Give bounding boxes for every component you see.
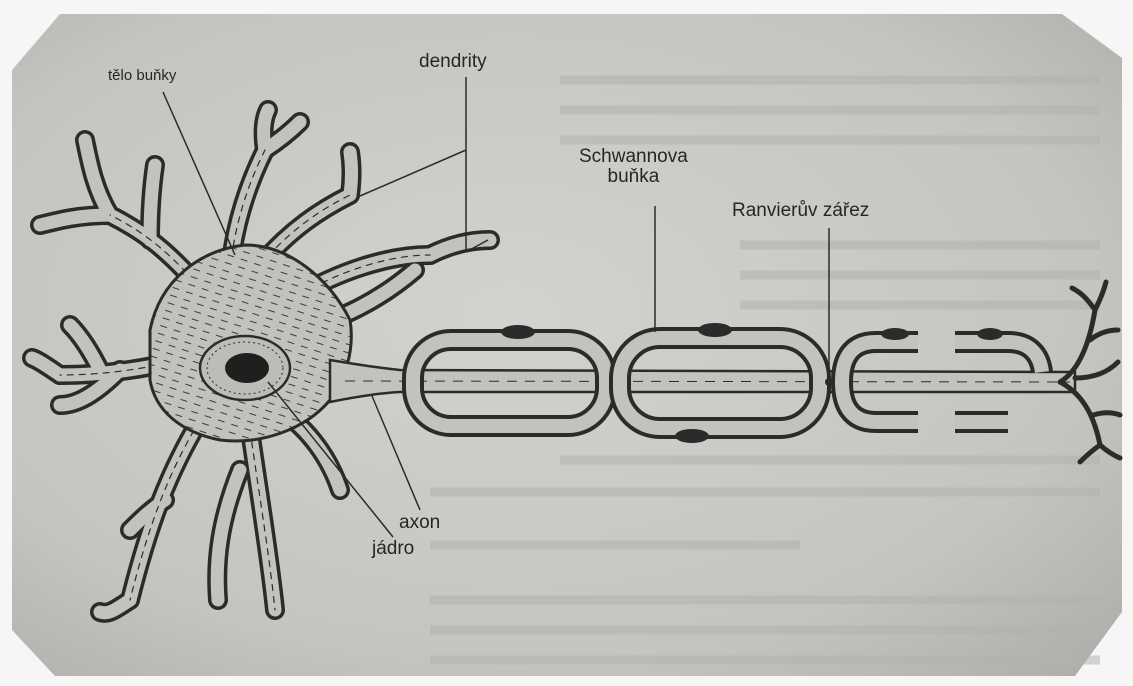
label-schwann-line2: buňka bbox=[579, 167, 688, 187]
label-axon: axon bbox=[399, 513, 440, 533]
label-schwann-line1: Schwannova bbox=[579, 147, 688, 167]
label-dendrites: dendrity bbox=[419, 52, 487, 72]
label-node-of-ranvier: Ranvierův zářez bbox=[732, 201, 869, 221]
label-cell-body: tělo buňky bbox=[108, 68, 176, 84]
label-schwann-cell: Schwannova buňka bbox=[579, 147, 688, 187]
label-nucleus: jádro bbox=[372, 539, 414, 559]
nucleus bbox=[200, 336, 290, 400]
node-of-ranvier bbox=[825, 378, 833, 386]
